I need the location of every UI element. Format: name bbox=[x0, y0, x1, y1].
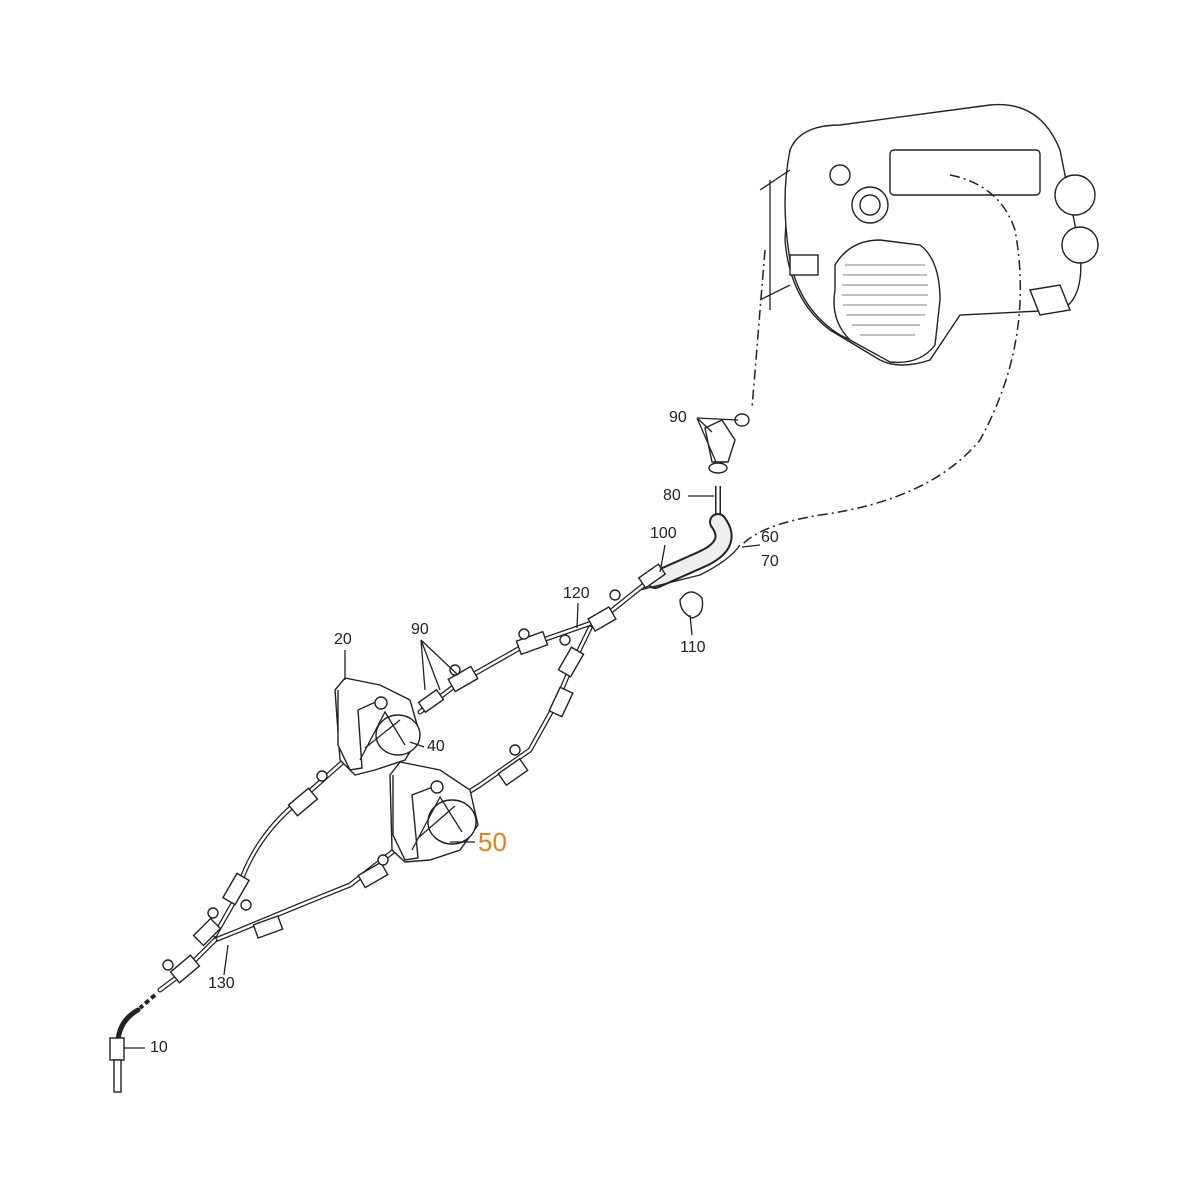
callout-20: 20 bbox=[334, 631, 352, 648]
callout-70: 70 bbox=[761, 553, 779, 570]
callout-110: 110 bbox=[680, 639, 706, 656]
connection-line bbox=[741, 174, 1022, 546]
callout-130: 130 bbox=[208, 975, 235, 992]
callout-50-highlighted[interactable]: 50 bbox=[478, 827, 507, 857]
bracket-assembly-20-40 bbox=[334, 677, 421, 776]
heater-unit bbox=[759, 103, 1099, 366]
callout-90-elbow: 90 bbox=[669, 409, 687, 426]
bracket-assembly-50 bbox=[389, 761, 479, 863]
callout-90-connectors: 90 bbox=[411, 621, 429, 638]
connection-line bbox=[751, 249, 766, 409]
tube-connectors bbox=[162, 563, 667, 984]
callout-60: 60 bbox=[761, 529, 779, 546]
callout-80: 80 bbox=[663, 487, 681, 504]
callout-10: 10 bbox=[150, 1039, 168, 1056]
leader-lines bbox=[124, 417, 761, 1049]
callout-100: 100 bbox=[650, 525, 677, 542]
callout-120: 120 bbox=[563, 585, 590, 602]
callout-40: 40 bbox=[427, 738, 445, 755]
